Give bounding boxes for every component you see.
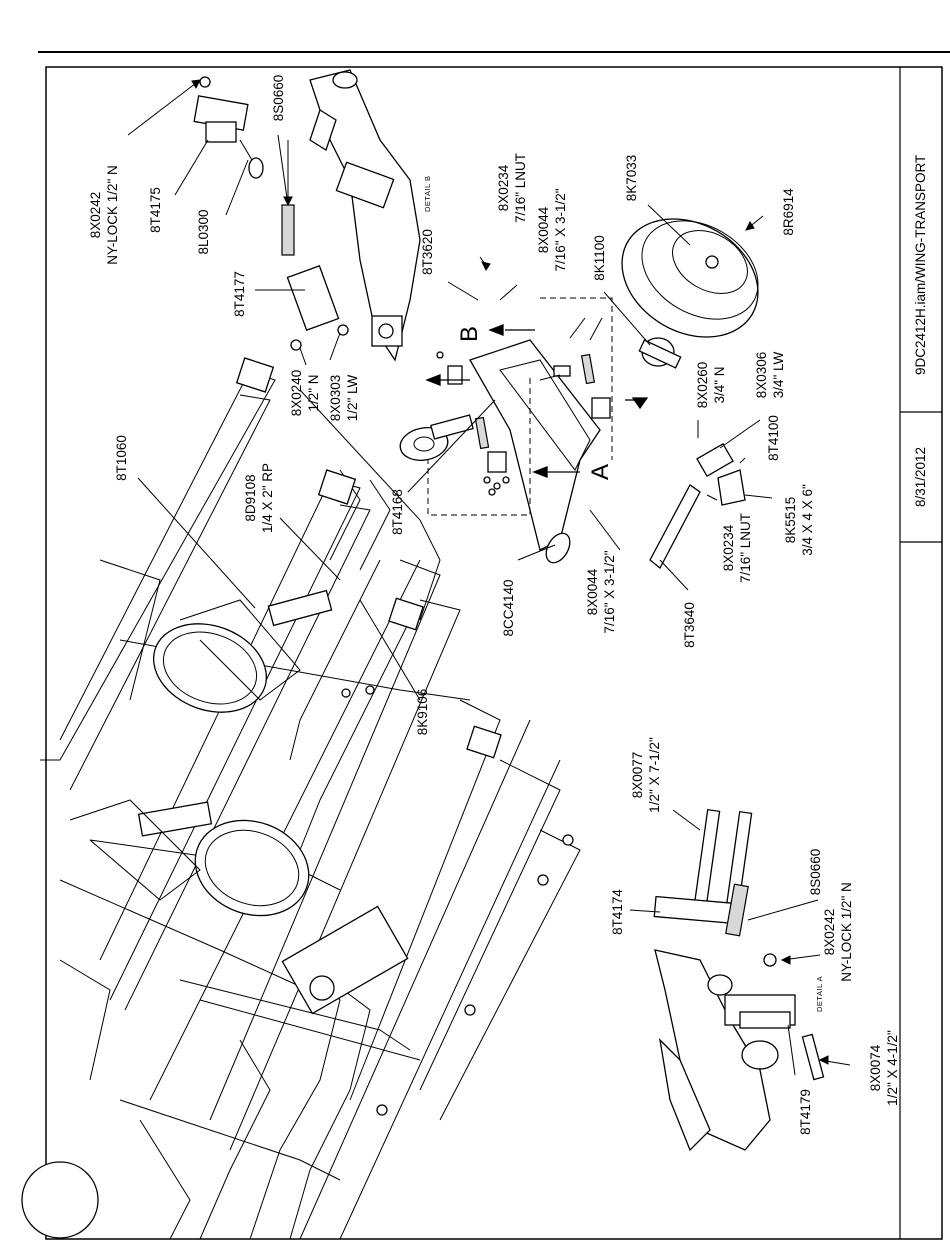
- callout-8x0077: 8X0077 1/2" X 7-1/2": [630, 737, 662, 813]
- callout-8t4100: 8T4100: [766, 415, 781, 461]
- svg-text:8T4100: 8T4100: [766, 415, 781, 461]
- svg-text:1/2" X 7-1/2": 1/2" X 7-1/2": [647, 737, 662, 813]
- svg-text:8X0077: 8X0077: [630, 752, 645, 799]
- callout-8t1060: 8T1060: [114, 435, 129, 481]
- callout-8s0660-bot: 8S0660: [808, 849, 823, 896]
- callout-8x0044-top: 8X0044 7/16" X 3-1/2": [536, 188, 568, 271]
- callout-8x0306: 8X0306 3/4" LW: [754, 351, 786, 398]
- svg-text:8S0660: 8S0660: [271, 75, 286, 122]
- svg-text:8X0234: 8X0234: [496, 164, 511, 211]
- callout-8t4168: 8T4168: [390, 489, 405, 535]
- svg-text:8X0044: 8X0044: [585, 568, 600, 615]
- svg-text:8X0074: 8X0074: [868, 1044, 883, 1091]
- svg-text:8T4174: 8T4174: [610, 889, 625, 935]
- svg-text:8X0242: 8X0242: [822, 909, 837, 956]
- callout-8x0240: 8X0240 1/2" N: [289, 370, 321, 417]
- svg-text:8L0300: 8L0300: [196, 209, 211, 254]
- svg-text:NY-LOCK 1/2" N: NY-LOCK 1/2" N: [105, 165, 120, 265]
- svg-text:8S0660: 8S0660: [808, 849, 823, 896]
- date-label: 8/31/2012: [913, 447, 928, 507]
- svg-text:8X0260: 8X0260: [695, 362, 710, 409]
- file-name-label: 9DC2412H.iam/WING-TRANSPORT: [913, 155, 928, 375]
- detail-box: [540, 297, 613, 460]
- callout-8x0074: 8X0074 1/2" X 4-1/2": [868, 1030, 900, 1106]
- callout-8t3640: 8T3640: [682, 602, 697, 648]
- svg-text:1/2" X 4-1/2": 1/2" X 4-1/2": [885, 1030, 900, 1106]
- svg-text:8T4177: 8T4177: [232, 271, 247, 317]
- svg-text:8K1100: 8K1100: [592, 235, 607, 281]
- callout-8l0300: 8L0300: [196, 209, 211, 254]
- svg-text:8K9106: 8K9106: [415, 689, 430, 736]
- callout-8x0303: 8X0303 1/2" LW: [328, 374, 360, 421]
- callout-8x0242-top: 8X0242 NY-LOCK 1/2" N: [88, 165, 120, 265]
- detail-letter-b: B: [456, 326, 483, 342]
- callout-8x0260: 8X0260 3/4" N: [695, 362, 727, 409]
- callout-8s0660-top: 8S0660: [271, 75, 286, 122]
- svg-text:7/16" X 3-1/2": 7/16" X 3-1/2": [602, 550, 617, 633]
- svg-text:8T3640: 8T3640: [682, 602, 697, 648]
- svg-text:8T4175: 8T4175: [148, 187, 163, 233]
- wing-transport-exploded: [399, 218, 759, 569]
- callout-8d9108: 8D9108 1/4 X 2" RP: [243, 463, 275, 533]
- callout-8t4177: 8T4177: [232, 271, 247, 317]
- svg-text:8T3620: 8T3620: [420, 229, 435, 275]
- svg-text:1/2" LW: 1/2" LW: [345, 374, 360, 421]
- svg-text:1/2" N: 1/2" N: [306, 374, 321, 411]
- detail-b-drawing: [193, 69, 421, 362]
- svg-text:8T4168: 8T4168: [390, 489, 405, 535]
- title-block: 9DC2412H.iam/WING-TRANSPORT 8/31/2012: [899, 67, 942, 1239]
- detail-a-caption: DETAIL A: [815, 976, 824, 1012]
- callout-8t4175: 8T4175: [148, 187, 163, 233]
- callout-8k5515: 8K5515 3/4 X 4 X 6": [783, 484, 815, 556]
- view-arrows: [425, 324, 649, 478]
- callout-8x0234-bot: 8X0234 7/16" LNUT: [721, 513, 753, 583]
- svg-text:7/16" X 3-1/2": 7/16" X 3-1/2": [553, 188, 568, 271]
- svg-text:1/4 X 2" RP: 1/4 X 2" RP: [260, 463, 275, 533]
- svg-text:8X0044: 8X0044: [536, 206, 551, 253]
- svg-text:8R6914: 8R6914: [781, 188, 796, 236]
- svg-text:3/4" LW: 3/4" LW: [771, 351, 786, 398]
- callout-8r6914: 8R6914: [781, 188, 796, 236]
- callout-8t4174: 8T4174: [610, 889, 625, 935]
- svg-text:8T1060: 8T1060: [114, 435, 129, 481]
- callout-8k1100: 8K1100: [592, 235, 607, 281]
- svg-text:3/4" N: 3/4" N: [712, 366, 727, 403]
- svg-text:8T4179: 8T4179: [798, 1089, 813, 1135]
- svg-text:7/16" LNUT: 7/16" LNUT: [513, 153, 528, 223]
- callout-8x0044-bot: 8X0044 7/16" X 3-1/2": [585, 550, 617, 633]
- callout-8k7033: 8K7033: [624, 155, 639, 202]
- callout-8t3620: 8T3620: [420, 229, 435, 275]
- svg-text:3/4 X 4 X 6": 3/4 X 4 X 6": [800, 484, 815, 556]
- svg-text:8K7033: 8K7033: [624, 155, 639, 202]
- svg-text:NY-LOCK 1/2" N: NY-LOCK 1/2" N: [839, 882, 854, 982]
- detail-a-drawing: [653, 808, 825, 1152]
- svg-text:8X0234: 8X0234: [721, 524, 736, 571]
- svg-text:8X0303: 8X0303: [328, 375, 343, 422]
- tire-8k7033: [621, 218, 759, 338]
- callout-8x0234-top: 8X0234 7/16" LNUT: [496, 153, 528, 223]
- svg-text:8X0242: 8X0242: [88, 192, 103, 239]
- callout-8t4179: 8T4179: [798, 1089, 813, 1135]
- detail-b-caption: DETAIL B: [423, 175, 432, 212]
- callout-8k9106: 8K9106: [415, 689, 430, 736]
- detail-letter-a: A: [587, 464, 614, 480]
- svg-text:8D9108: 8D9108: [243, 474, 258, 521]
- callout-8cc4140: 8CC4140: [501, 579, 516, 636]
- drawing-border: [45, 66, 943, 1240]
- callouts: 8X0242 NY-LOCK 1/2" N 8T4175 8L0300 8S06…: [88, 75, 900, 1135]
- svg-text:7/16" LNUT: 7/16" LNUT: [738, 513, 753, 583]
- leader-lines: [127, 79, 851, 1076]
- main-frame-drawing: [21, 357, 581, 1240]
- svg-text:8CC4140: 8CC4140: [501, 579, 516, 636]
- svg-text:8X0306: 8X0306: [754, 352, 769, 399]
- callout-8x0242-bot: 8X0242 NY-LOCK 1/2" N: [822, 882, 854, 982]
- svg-text:8K5515: 8K5515: [783, 497, 798, 544]
- svg-text:8X0240: 8X0240: [289, 370, 304, 417]
